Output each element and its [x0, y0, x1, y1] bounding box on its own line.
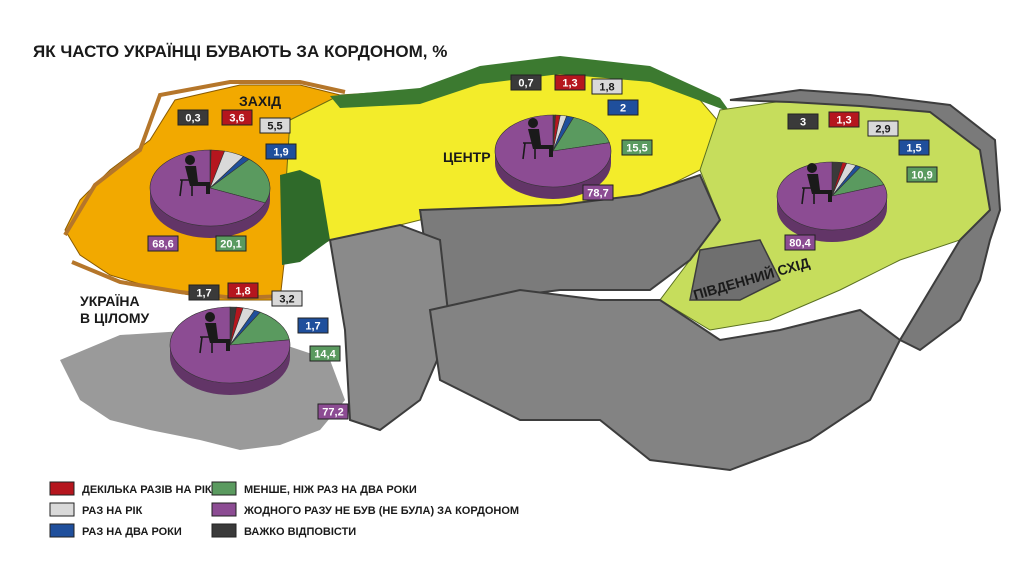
value-label-center-hard_to_say: 0,7: [518, 78, 533, 90]
value-box-southeast-once_two_years: [898, 139, 930, 156]
value-box-ukraine-once_two_years: [297, 317, 329, 334]
value-label-center-once_year: 1,8: [599, 82, 614, 94]
person-body-icon: [205, 323, 230, 351]
pie-west: 0,3 3,6 5,5 1,9 20,1 68,6: [147, 109, 297, 252]
value-box-west-never: [147, 235, 179, 252]
cliff-left: [328, 223, 452, 432]
pie-southeast: 3 1,3 2,9 1,5 10,9 80,4: [776, 111, 938, 251]
cliff-right: [729, 88, 1002, 352]
value-box-center-hard_to_say: [510, 74, 542, 91]
legend-label-several: ДЕКІЛЬКА РАЗІВ НА РІК: [82, 484, 212, 496]
value-label-west-once_two_years: 1,9: [273, 147, 288, 159]
value-box-center-less_than_two: [621, 139, 653, 156]
legend-label-two-years: РАЗ НА ДВА РОКИ: [82, 526, 182, 538]
value-label-southeast-never: 80,4: [789, 238, 811, 250]
value-box-west-once_year: [259, 117, 291, 134]
pie-ukraine: 1,7 1,8 3,2 1,7 14,4 77,2: [169, 282, 349, 420]
value-box-center-several_times: [554, 74, 586, 91]
person-icon: [528, 118, 538, 128]
value-label-west-once_year: 5,5: [267, 121, 282, 133]
value-box-center-never: [582, 184, 614, 201]
value-label-southeast-once_year: 2,9: [875, 124, 890, 136]
legend-swatch-two-years: [49, 523, 75, 538]
pie-slice-ukraine-less_than_two: [229, 311, 290, 346]
value-label-center-never: 78,7: [587, 188, 608, 200]
value-label-ukraine-hard_to_say: 1,7: [196, 288, 211, 300]
chair-icon: [199, 336, 214, 354]
value-label-west-less_than_two: 20,1: [220, 239, 241, 251]
person-icon: [185, 155, 195, 165]
value-label-southeast-several_times: 1,3: [836, 115, 851, 127]
person-body-icon: [528, 129, 553, 157]
value-box-southeast-hard_to_say: [787, 113, 819, 130]
value-label-southeast-once_two_years: 1,5: [906, 143, 921, 155]
legend-label-never: ЖОДНОГО РАЗУ НЕ БУВ (НЕ БУЛА) ЗА КОРДОНО…: [243, 505, 519, 517]
value-label-west-several_times: 3,6: [229, 113, 244, 125]
value-label-ukraine-once_year: 3,2: [279, 294, 294, 306]
value-label-ukraine-less_than_two: 14,4: [314, 349, 336, 361]
value-label-west-hard_to_say: 0,3: [185, 113, 200, 125]
value-label-ukraine-several_times: 1,8: [235, 286, 250, 298]
pie-center: 0,7 1,3 1,8 2 15,5 78,7: [494, 74, 653, 201]
legend-label-hard: ВАЖКО ВІДПОВІСТИ: [244, 526, 356, 538]
region-label-west: ЗАХІД: [239, 93, 281, 109]
pie-slice-southeast-never: [776, 161, 888, 231]
center-hedge: [280, 170, 330, 265]
chair-icon: [522, 142, 537, 160]
person-body-icon: [807, 174, 832, 202]
legend-swatch-several: [49, 481, 75, 496]
value-label-center-once_two_years: 2: [620, 103, 626, 115]
legend-swatch-less-two: [211, 481, 237, 496]
value-box-ukraine-several_times: [227, 282, 259, 299]
value-box-ukraine-hard_to_say: [188, 284, 220, 301]
legend-swatch-once-year: [49, 502, 75, 517]
value-box-southeast-never: [784, 234, 816, 251]
value-box-ukraine-never: [317, 403, 349, 420]
value-label-center-less_than_two: 15,5: [626, 143, 647, 155]
value-box-west-hard_to_say: [177, 109, 209, 126]
person-icon: [807, 163, 817, 173]
center-hedge-top: [330, 56, 730, 112]
value-box-southeast-less_than_two: [906, 166, 938, 183]
chair-icon: [179, 179, 194, 197]
legend-label-less-two: МЕНШЕ, НІЖ РАЗ НА ДВА РОКИ: [244, 484, 417, 496]
value-label-southeast-less_than_two: 10,9: [911, 170, 932, 182]
legend-swatch-never: [211, 502, 237, 517]
page-title: ЯК ЧАСТО УКРАЇНЦІ БУВАЮТЬ ЗА КОРДОНОМ, %: [33, 42, 447, 61]
cliff-bottom: [428, 288, 902, 472]
region-label-center: ЦЕНТР: [443, 149, 491, 165]
value-box-southeast-several_times: [828, 111, 860, 128]
value-label-ukraine-once_two_years: 1,7: [305, 321, 320, 333]
value-box-west-less_than_two: [215, 235, 247, 252]
person-body-icon: [185, 166, 210, 194]
value-box-center-once_year: [591, 78, 623, 95]
chair-icon: [801, 187, 816, 205]
value-label-center-several_times: 1,3: [562, 78, 577, 90]
legend-swatch-hard: [211, 523, 237, 538]
value-box-west-several_times: [221, 109, 253, 126]
pie-charts: 0,3 3,6 5,5 1,9 20,1 68,6 0,7 1,3 1,8 2 15,5 78,7 3 1…: [147, 74, 938, 420]
cliff-inner: [689, 239, 782, 301]
value-label-west-never: 68,6: [152, 239, 173, 251]
value-box-southeast-once_year: [867, 120, 899, 137]
west-fence: [63, 80, 346, 237]
value-label-southeast-hard_to_say: 3: [800, 117, 806, 129]
value-box-ukraine-once_year: [271, 290, 303, 307]
region-label-ukraine-line1: УКРАЇНА: [80, 293, 140, 309]
value-box-ukraine-less_than_two: [309, 345, 341, 362]
legend-label-once-year: РАЗ НА РІК: [82, 505, 143, 517]
region-label-ukraine-line2: В ЦІЛОМУ: [80, 310, 149, 326]
legend: ДЕКІЛЬКА РАЗІВ НА РІК РАЗ НА РІК РАЗ НА …: [49, 481, 519, 538]
value-box-center-once_two_years: [607, 99, 639, 116]
value-label-ukraine-never: 77,2: [322, 407, 343, 419]
person-icon: [205, 312, 215, 322]
pie-slice-center-never: [494, 114, 612, 188]
pie-slice-center-less_than_two: [552, 117, 610, 152]
value-box-west-once_two_years: [265, 143, 297, 160]
